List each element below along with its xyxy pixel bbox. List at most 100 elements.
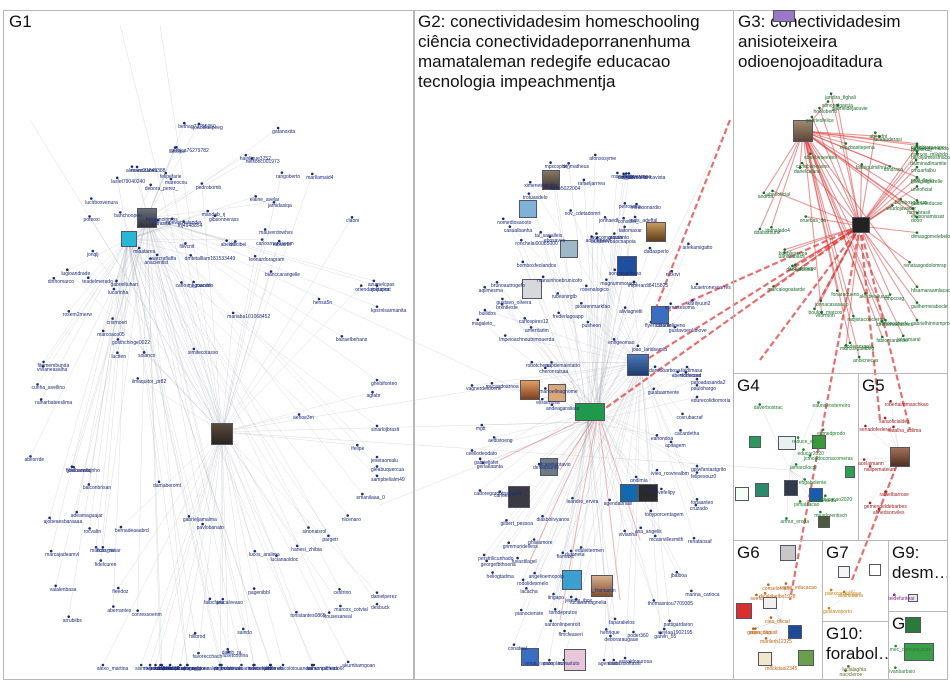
node-label[interactable]: pedrobomb: [196, 185, 221, 191]
node-label[interactable]: taitomaxar: [619, 228, 642, 234]
node-label[interactable]: itrigapo: [548, 595, 564, 601]
node-label[interactable]: laslet79040240: [111, 179, 145, 185]
node-label[interactable]: dalminadinamite: [910, 161, 946, 167]
node-label[interactable]: biuraelbehans: [336, 337, 367, 343]
node-label[interactable]: marcos_cotvial: [334, 607, 367, 613]
node-label[interactable]: rafaeljarrrea: [578, 181, 605, 187]
node-label[interactable]: cestrino: [334, 590, 352, 596]
node-label[interactable]: garvin_55: [654, 634, 676, 640]
node-label[interactable]: jandira_fighali: [825, 95, 856, 101]
node-label[interactable]: eduleitermen: [575, 548, 604, 554]
node-label[interactable]: gabrielhinnumprogo: [911, 321, 950, 327]
node-label[interactable]: dimasgpmelebelos: [911, 234, 950, 240]
node-label[interactable]: nlcenaro: [342, 517, 361, 523]
node-label[interactable]: renataosaf: [688, 539, 712, 545]
node-label[interactable]: paulohargo: [691, 386, 716, 392]
node-label[interactable]: hanesi_zhibia: [291, 547, 322, 553]
node-label[interactable]: ikarilyuuri2: [687, 301, 711, 307]
node-label[interactable]: danielperez: [371, 594, 397, 600]
node-label[interactable]: falbcfaria: [204, 600, 224, 606]
node-label[interactable]: gabriesfelice: [806, 118, 834, 124]
node-label[interactable]: mais_adeftal: [629, 218, 657, 224]
node-label[interactable]: mareocou: [165, 180, 187, 186]
avatar-g2-q[interactable]: [564, 649, 586, 671]
node-label[interactable]: guilhermeabocle: [911, 304, 948, 310]
node-label[interactable]: reduce_et: [792, 439, 814, 445]
node-label[interactable]: poteoxi: [84, 217, 100, 223]
node-label[interactable]: pianocienste: [515, 611, 543, 617]
node-label[interactable]: alexo_martina: [97, 666, 128, 672]
node-label[interactable]: sinonaisrol: [302, 529, 326, 535]
node-label[interactable]: marina_carioca: [685, 592, 719, 598]
node-label[interactable]: ivieo_rcovrealbrn: [651, 471, 689, 477]
node-label[interactable]: ebosaves: [544, 238, 565, 244]
node-label[interactable]: carlos_l_macedo: [175, 283, 213, 289]
node-label[interactable]: rosem2rnerw: [63, 312, 92, 318]
node-label[interactable]: aqilmesma: [479, 288, 503, 294]
node-label[interactable]: ficksmai: [97, 548, 115, 554]
node-label[interactable]: fjolobsonito: [66, 468, 91, 474]
node-label[interactable]: leandro_ervira: [566, 499, 598, 505]
node-label[interactable]: simonelgarcia: [822, 103, 853, 109]
avatar-agfabr[interactable]: [121, 231, 137, 247]
avatar-g3-top[interactable]: [773, 10, 795, 22]
node-label[interactable]: pusheon: [582, 323, 601, 329]
node-label[interactable]: favorecchach: [192, 654, 222, 660]
node-label[interactable]: lfelipe: [351, 446, 364, 452]
node-label[interactable]: cavidriaeseapo: [911, 145, 945, 151]
node-label[interactable]: nomediosaooto: [497, 220, 531, 226]
node-label[interactable]: crisrnoeri: [107, 320, 128, 326]
node-label[interactable]: manoellnagnome: [539, 389, 577, 395]
avatar-g3-hub[interactable]: [852, 217, 870, 233]
avatar-g4-d[interactable]: [845, 466, 855, 478]
node-label[interactable]: ariekamigatto: [682, 245, 712, 251]
node-label[interactable]: fabiomarancio: [876, 338, 907, 344]
node-label[interactable]: ddabarbunk: [754, 230, 780, 236]
node-label[interactable]: nailpemateiun: [864, 467, 895, 473]
node-label[interactable]: henrique: [600, 630, 619, 636]
avatar-g6-e[interactable]: [758, 652, 772, 666]
node-label[interactable]: hfsamaraamlacacio: [911, 288, 950, 294]
node-label[interactable]: demasisoltassi: [608, 661, 641, 667]
node-label[interactable]: teldefuntear: [888, 596, 914, 602]
node-label[interactable]: cruzado: [690, 506, 708, 512]
node-label[interactable]: emanilaaa_0: [356, 495, 385, 501]
node-label[interactable]: prof_flavio: [911, 178, 934, 184]
node-label[interactable]: paesconsulfigue: [825, 591, 861, 597]
avatar-g2-b[interactable]: [519, 200, 537, 218]
node-label[interactable]: afonsosyme: [589, 156, 616, 162]
node-label[interactable]: marllamaid4: [306, 175, 333, 181]
node-label[interactable]: ramonpilheira: [308, 666, 338, 672]
node-label[interactable]: eauriaeosterreiro: [812, 403, 850, 409]
node-label[interactable]: jonqlj: [87, 252, 99, 258]
node-label[interactable]: joao_laridsamia: [632, 347, 667, 353]
node-label[interactable]: ebsebeseedes: [804, 155, 837, 161]
node-label[interactable]: cunha_avellino: [32, 385, 65, 391]
node-label[interactable]: ondimia: [630, 478, 648, 484]
node-label[interactable]: edmedprodo: [817, 431, 845, 437]
node-label[interactable]: camp_educacao: [780, 585, 817, 591]
node-label[interactable]: i_frantastin: [591, 588, 615, 594]
node-label[interactable]: fabio5022004: [550, 186, 580, 192]
node-label[interactable]: jcmoadoconacomeras: [804, 456, 853, 462]
node-label[interactable]: rosenalogico: [580, 287, 608, 293]
node-label[interactable]: tonistantes0869: [290, 613, 325, 619]
node-label[interactable]: ghebifonteo: [371, 381, 397, 387]
node-label[interactable]: fitomembunda: [38, 363, 70, 369]
node-label[interactable]: banchoopen: [114, 213, 142, 219]
node-label[interactable]: ldrafamaelasnes: [876, 322, 913, 328]
node-label[interactable]: ana_angelis: [635, 529, 662, 535]
node-label[interactable]: pimalzacao: [794, 502, 819, 508]
node-label[interactable]: enrigeomao: [608, 340, 634, 346]
node-label[interactable]: mariaba101068452: [227, 314, 270, 320]
node-label[interactable]: gustavoporto: [823, 609, 852, 615]
node-label[interactable]: carloea: [494, 493, 510, 499]
node-label[interactable]: thomasniou7709305: [648, 601, 693, 607]
avatar-g6-b[interactable]: [736, 603, 752, 619]
node-label[interactable]: apitagem: [665, 443, 686, 449]
avatar-g4-a[interactable]: [749, 436, 761, 448]
node-label[interactable]: ameritarlm: [525, 328, 549, 334]
node-label[interactable]: acelaimann: [858, 461, 884, 467]
node-label[interactable]: mauverdowhvs: [259, 230, 293, 236]
node-label[interactable]: bullidos: [479, 311, 496, 317]
